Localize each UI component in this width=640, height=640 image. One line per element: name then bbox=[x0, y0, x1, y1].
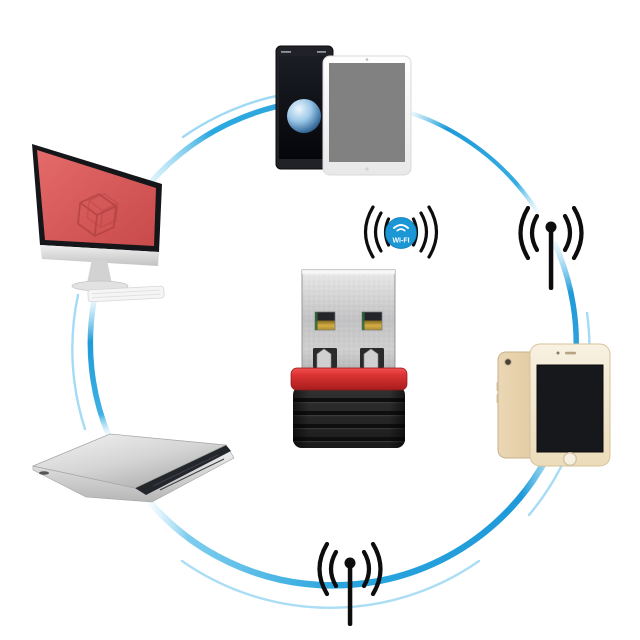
earpiece bbox=[565, 351, 576, 355]
usb-latch-right bbox=[360, 348, 384, 369]
laptop-foot bbox=[39, 471, 49, 475]
ring-echo-left bbox=[71, 293, 87, 431]
earth-wallpaper bbox=[287, 99, 321, 133]
antenna-icon-right bbox=[518, 206, 584, 290]
wifi-badge-waves bbox=[393, 224, 409, 232]
smartphone-statusbar bbox=[281, 51, 291, 53]
tablet-screen-shade bbox=[329, 63, 405, 162]
smartphone-statusbar-right bbox=[317, 51, 326, 53]
imac-screen bbox=[37, 150, 156, 246]
volume-button bbox=[496, 382, 499, 391]
desktop-computer-icon bbox=[32, 144, 165, 303]
wifi-waves-left bbox=[363, 205, 391, 259]
usb-contact-hole-right bbox=[361, 311, 383, 331]
imac-stand-neck bbox=[87, 259, 112, 284]
adapter-body bbox=[293, 386, 405, 448]
front-camera-dot bbox=[556, 351, 560, 355]
antenna-rod bbox=[545, 221, 557, 290]
rear-camera-dot bbox=[504, 358, 512, 366]
gold-phone-screen bbox=[536, 364, 604, 453]
adapter-body-shade-right bbox=[389, 386, 405, 448]
tablet-home-dot bbox=[365, 167, 369, 171]
antenna-waves-bottom bbox=[317, 542, 383, 597]
mobile-devices-group bbox=[275, 45, 412, 176]
laptop-key-ticks bbox=[152, 454, 225, 491]
usb-wifi-adapter bbox=[290, 269, 408, 448]
wifi-waves-right bbox=[411, 205, 439, 259]
imac-screen-logo bbox=[77, 193, 119, 237]
usb-contact-hole-left bbox=[314, 311, 336, 331]
ring-echo-bottom bbox=[180, 559, 481, 609]
tablet-camera-dot bbox=[365, 58, 369, 61]
volume-button-2 bbox=[496, 394, 499, 403]
adapter-body-shade-left bbox=[293, 386, 309, 448]
smartphone-icon bbox=[275, 45, 334, 170]
wifi-badge-label: WI-FI bbox=[392, 238, 409, 245]
gold-smartphone-icon bbox=[496, 343, 611, 467]
wifi-signal-icon: WI-FI bbox=[363, 205, 439, 259]
laptop-icon bbox=[31, 433, 235, 503]
antenna-waves bbox=[518, 206, 584, 261]
adapter-red-band bbox=[290, 367, 408, 391]
laptop-lid bbox=[31, 433, 228, 489]
home-button bbox=[562, 451, 577, 466]
antenna-icon-bottom bbox=[317, 542, 383, 626]
tablet-icon bbox=[322, 55, 412, 176]
usb-latch-left bbox=[313, 348, 337, 369]
tablet-screen bbox=[329, 63, 405, 162]
ring-arc-top-right bbox=[405, 109, 540, 214]
imac-chin bbox=[40, 245, 159, 266]
antenna-rod-bottom bbox=[344, 557, 356, 626]
gold-phone-front bbox=[529, 343, 611, 467]
wifi-badge-circle bbox=[385, 217, 417, 249]
ring-arc-bottom bbox=[143, 422, 565, 589]
adapter-ribs bbox=[293, 398, 405, 443]
connector-top-highlight bbox=[302, 270, 395, 274]
ring-arc-left bbox=[87, 298, 111, 437]
imac-keyboard bbox=[87, 285, 165, 303]
usb-connector bbox=[301, 269, 396, 371]
laptop-keyboard-gap bbox=[135, 445, 231, 495]
